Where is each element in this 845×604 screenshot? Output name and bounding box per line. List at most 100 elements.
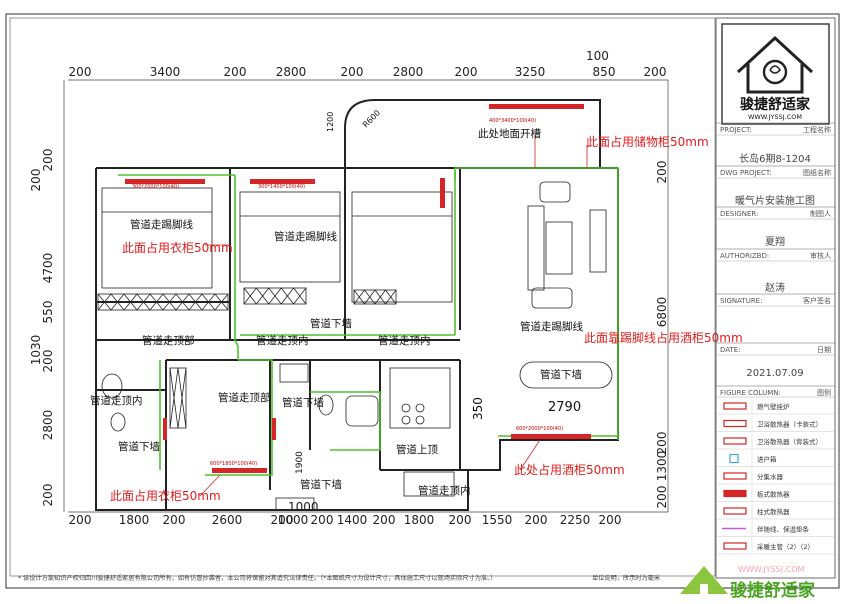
dim-top-0: 200 bbox=[69, 65, 92, 79]
dim-bottom-0: 200 bbox=[69, 513, 92, 527]
pipe-label-15: 此处地面开槽 bbox=[478, 127, 541, 140]
legend-symbol-5 bbox=[723, 489, 747, 498]
heating-pipe-route bbox=[118, 167, 619, 476]
tb-fig-label-en: FIGURE COLUMN: bbox=[720, 389, 781, 397]
dim-bottom-11: 1550 bbox=[482, 513, 513, 527]
dim-r600: R600 bbox=[361, 108, 382, 129]
dim-1200: 1200 bbox=[326, 112, 335, 132]
legend-label-5: 板式散热器 bbox=[757, 490, 790, 499]
outer-frame bbox=[5, 13, 840, 589]
tb-designer-value: 夏翔 bbox=[765, 235, 785, 248]
dim-top-3: 2800 bbox=[276, 65, 307, 79]
pipe-label-6: 管道走顶内 bbox=[90, 394, 143, 407]
dim-top-2: 200 bbox=[224, 65, 247, 79]
tb-fig-label-cn: 图例 bbox=[817, 388, 831, 397]
dim-left-0: 200 bbox=[29, 169, 43, 192]
red-note-1: 此面占用储物柜50mm bbox=[586, 134, 709, 149]
dim-right-1: 6800 bbox=[655, 297, 669, 328]
dim-right-4: 200 bbox=[655, 486, 669, 509]
pipe-label-5: 管道走顶内 bbox=[378, 334, 431, 347]
walls bbox=[95, 99, 619, 511]
dim-left-4: 1030 bbox=[29, 335, 43, 366]
watermark-url: WWW.JYSSJ.COM bbox=[738, 565, 805, 574]
dim-top-extra: 100 bbox=[586, 49, 609, 63]
legend-symbol-3 bbox=[729, 453, 739, 464]
dim-left-5: 200 bbox=[41, 350, 55, 373]
dim-right-0: 200 bbox=[655, 161, 669, 184]
dim-bottom-14: 200 bbox=[599, 513, 622, 527]
dim-top-6: 200 bbox=[455, 65, 478, 79]
pipe-label-9: 管道下墙 bbox=[282, 396, 324, 409]
legend-symbol-2 bbox=[723, 437, 747, 445]
pipe-label-0: 管道走踢脚线 bbox=[130, 218, 193, 231]
pipe-label-14: 管道走顶内 bbox=[418, 484, 471, 497]
dim-right-2: 200 bbox=[655, 432, 669, 455]
dim-bottom-6: 200 bbox=[311, 513, 334, 527]
dim-1900: 1900 bbox=[295, 451, 305, 474]
pipe-label-13: 管道下墙 bbox=[300, 478, 342, 491]
dim-left-2: 4700 bbox=[41, 253, 55, 284]
dim-top-8: 850 bbox=[593, 65, 616, 79]
pipe-label-2: 管道下墙 bbox=[310, 317, 352, 330]
red-note-3: 此处占用酒柜50mm bbox=[514, 462, 625, 477]
pipe-label-8: 管道下墙 bbox=[118, 440, 160, 453]
pipe-label-10: 管道走踢脚线 bbox=[520, 320, 583, 333]
legend-label-2: 卫浴散热器（背装式） bbox=[757, 437, 822, 446]
room-fixtures bbox=[97, 181, 613, 511]
radiator-label-3: 600*2000*100(40) bbox=[516, 426, 563, 432]
dim-bottom-8: 200 bbox=[373, 513, 396, 527]
dim-2790: 2790 bbox=[548, 400, 581, 415]
tb-designer-label-cn: 制图人 bbox=[810, 209, 831, 218]
tb-author-label-en: AUTHORIZBD: bbox=[720, 252, 769, 260]
tb-project-label-en: PROJECT: bbox=[720, 126, 752, 134]
pipe-labels: 管道走踢脚线管道走踢脚线管道下墙管道走顶部管道走顶内管道走顶内管道走顶内管道走顶… bbox=[90, 127, 583, 497]
dim-left-1: 200 bbox=[41, 149, 55, 172]
watermark: 骏捷舒适家 WWW.JYSSJ.COM bbox=[680, 565, 815, 601]
tb-dwg-label-en: DWG PROJECT: bbox=[720, 169, 772, 177]
legend-symbol-6 bbox=[723, 507, 747, 515]
tb-author-value: 赵涛 bbox=[765, 281, 785, 294]
dim-left-7: 200 bbox=[41, 484, 55, 507]
tb-author-label-cn: 审核人 bbox=[810, 251, 831, 260]
legend-label-6: 柱式散热器 bbox=[757, 507, 790, 516]
dim-bottom-3: 2600 bbox=[212, 513, 243, 527]
pipe-label-4: 管道走顶内 bbox=[256, 334, 309, 347]
legend-label-3: 进户箱 bbox=[757, 455, 777, 464]
pipe-label-7: 管道走顶部 bbox=[218, 391, 271, 404]
red-notes: 此面占用衣柜50mm 此面占用储物柜50mm 此面靠踢脚线占用酒柜50mm 此处占用酒… bbox=[110, 134, 743, 503]
dim-bottom-7: 1400 bbox=[337, 513, 368, 527]
tb-date-label-en: DATE: bbox=[720, 346, 741, 354]
red-note-4: 此面占用衣柜50mm bbox=[110, 488, 221, 503]
dim-bottom-2: 200 bbox=[163, 513, 186, 527]
tb-sign-label-en: SIGNATURE: bbox=[720, 297, 762, 305]
radiator-label-4: 600*1800*100(40) bbox=[210, 461, 257, 467]
footer-disclaimer: * 该设计方案知识产权归四川骏捷舒适家居有限公司所有，如有仿冒抄袭者，本公司将保… bbox=[18, 574, 496, 582]
legend-symbol-0 bbox=[723, 402, 747, 410]
tb-designer-label-en: DESIGNER: bbox=[720, 210, 758, 218]
logo-url: WWW.JYSSJ.COM bbox=[748, 113, 802, 121]
legend-symbol-1 bbox=[723, 419, 747, 428]
pipe-label-11: 管道下墙 bbox=[540, 368, 582, 381]
pipe-label-1: 管道走踢脚线 bbox=[274, 230, 337, 243]
pipe-label-3: 管道走顶部 bbox=[142, 334, 195, 347]
dim-top-7: 3250 bbox=[515, 65, 546, 79]
pipe-label-12: 管道上顶 bbox=[396, 443, 438, 456]
dim-top-1: 3400 bbox=[150, 65, 181, 79]
dim-bottom-4: 200 bbox=[271, 513, 294, 527]
radiator-labels: 300*2000*100(40)300*1400*100(40)400*3400… bbox=[132, 118, 563, 467]
dim-left-3: 550 bbox=[41, 301, 55, 324]
logo-house-icon bbox=[736, 35, 814, 94]
legend-label-1: 卫浴散热器（卡装式） bbox=[757, 420, 822, 429]
tb-dwg-value: 暖气片安装施工图 bbox=[735, 194, 815, 207]
dim-bottom-10: 200 bbox=[449, 513, 472, 527]
title-block: 骏捷舒适家 WWW.JYSSJ.COM bbox=[715, 17, 836, 579]
radiator-label-0: 300*2000*100(40) bbox=[132, 184, 179, 190]
tb-project-value: 长岛6期8-1204 bbox=[739, 152, 811, 165]
tb-date-value: 2021.07.09 bbox=[746, 368, 803, 379]
dim-350: 350 bbox=[471, 397, 485, 420]
legend-symbol-8 bbox=[723, 542, 747, 550]
red-note-2: 此面靠踢脚线占用酒柜50mm bbox=[584, 330, 743, 345]
